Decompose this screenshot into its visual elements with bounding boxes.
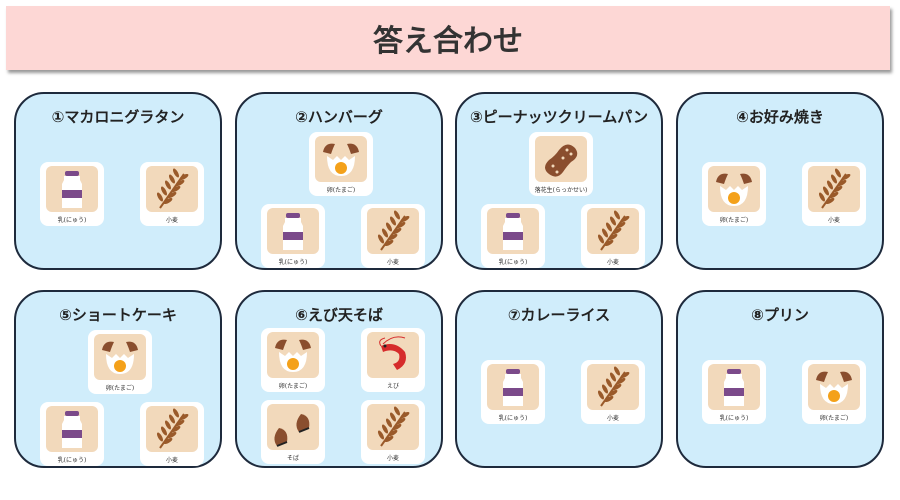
allergen-label: 乳(にゅう) bbox=[57, 457, 87, 464]
allergen-label: 小麦 bbox=[386, 455, 399, 462]
milk-icon bbox=[46, 406, 98, 452]
allergen-label: 小麦 bbox=[606, 415, 619, 422]
allergen-tile-milk: 乳(にゅう) bbox=[702, 360, 766, 424]
wheat-icon bbox=[587, 208, 639, 254]
answer-card: ③ピーナッツクリームパン落花生(らっかせい) 乳(にゅう) 小麦 bbox=[455, 92, 663, 270]
allergen-tile-wheat: 小麦 bbox=[581, 204, 645, 268]
card-title: ②ハンバーグ bbox=[295, 108, 383, 126]
answer-card: ⑥えび天そば卵(たまご) えびそば 小麦 bbox=[235, 290, 443, 468]
allergen-label: 乳(にゅう) bbox=[498, 415, 528, 422]
allergen-label: 小麦 bbox=[827, 217, 840, 224]
card-title: ⑦カレーライス bbox=[507, 306, 611, 324]
allergen-label: 小麦 bbox=[165, 457, 178, 464]
allergen-tile-milk: 乳(にゅう) bbox=[261, 204, 325, 268]
allergen-tile-wheat: 小麦 bbox=[361, 204, 425, 268]
allergen-label: 卵(たまご) bbox=[719, 217, 749, 224]
card-title: ①マカロニグラタン bbox=[51, 108, 185, 126]
allergen-tile-wheat: 小麦 bbox=[140, 162, 204, 226]
wheat-icon bbox=[367, 404, 419, 450]
allergen-label: えび bbox=[386, 383, 399, 390]
allergen-tile-wheat: 小麦 bbox=[581, 360, 645, 424]
wheat-icon bbox=[146, 406, 198, 452]
egg-icon bbox=[267, 332, 319, 378]
allergen-label: 乳(にゅう) bbox=[278, 259, 308, 266]
answer-card: ⑤ショートケーキ卵(たまご) 乳(にゅう) 小麦 bbox=[14, 290, 222, 468]
card-title: ④お好み焼き bbox=[736, 108, 824, 126]
card-title: ⑤ショートケーキ bbox=[59, 306, 177, 324]
answer-card: ⑦カレーライス乳(にゅう) 小麦 bbox=[455, 290, 663, 468]
allergen-tile-milk: 乳(にゅう) bbox=[481, 204, 545, 268]
allergen-label: 卵(たまご) bbox=[105, 385, 135, 392]
allergen-tile-milk: 乳(にゅう) bbox=[40, 162, 104, 226]
allergen-tile-wheat: 小麦 bbox=[140, 402, 204, 466]
allergen-tile-wheat: 小麦 bbox=[361, 400, 425, 464]
card-title: ⑧プリン bbox=[751, 306, 809, 324]
wheat-icon bbox=[146, 166, 198, 212]
card-title: ③ピーナッツクリームパン bbox=[469, 108, 648, 126]
allergen-label: そば bbox=[286, 455, 299, 462]
allergen-label: 卵(たまご) bbox=[278, 383, 308, 390]
egg-icon bbox=[315, 136, 367, 182]
allergen-label: 乳(にゅう) bbox=[57, 217, 87, 224]
allergen-tile-egg: 卵(たまご) bbox=[802, 360, 866, 424]
allergen-label: 小麦 bbox=[165, 217, 178, 224]
allergen-tile-soba: そば bbox=[261, 400, 325, 464]
milk-icon bbox=[487, 208, 539, 254]
allergen-tile-wheat: 小麦 bbox=[802, 162, 866, 226]
allergen-label: 小麦 bbox=[386, 259, 399, 266]
allergen-tile-egg: 卵(たまご) bbox=[702, 162, 766, 226]
milk-icon bbox=[46, 166, 98, 212]
card-title: ⑥えび天そば bbox=[295, 306, 383, 324]
egg-icon bbox=[808, 364, 860, 410]
allergen-label: 卵(たまご) bbox=[326, 187, 356, 194]
allergen-label: 小麦 bbox=[606, 259, 619, 266]
wheat-icon bbox=[367, 208, 419, 254]
allergen-tile-egg: 卵(たまご) bbox=[261, 328, 325, 392]
milk-icon bbox=[487, 364, 539, 410]
answer-card: ②ハンバーグ卵(たまご) 乳(にゅう) 小麦 bbox=[235, 92, 443, 270]
allergen-label: 落花生(らっかせい) bbox=[534, 187, 588, 194]
soba-icon bbox=[267, 404, 319, 450]
answer-card: ⑧プリン乳(にゅう) 卵(たまご) bbox=[676, 290, 884, 468]
allergen-label: 乳(にゅう) bbox=[719, 415, 749, 422]
allergen-tile-milk: 乳(にゅう) bbox=[481, 360, 545, 424]
header-banner: 答え合わせ bbox=[6, 6, 890, 70]
wheat-icon bbox=[808, 166, 860, 212]
answer-card: ①マカロニグラタン乳(にゅう) 小麦 bbox=[14, 92, 222, 270]
page-title: 答え合わせ bbox=[373, 24, 523, 59]
egg-icon bbox=[708, 166, 760, 212]
milk-icon bbox=[708, 364, 760, 410]
allergen-label: 卵(たまご) bbox=[819, 415, 849, 422]
peanut-icon bbox=[535, 136, 587, 182]
allergen-tile-milk: 乳(にゅう) bbox=[40, 402, 104, 466]
allergen-tile-peanut: 落花生(らっかせい) bbox=[529, 132, 593, 196]
milk-icon bbox=[267, 208, 319, 254]
answer-card: ④お好み焼き卵(たまご) 小麦 bbox=[676, 92, 884, 270]
shrimp-icon bbox=[367, 332, 419, 378]
allergen-tile-egg: 卵(たまご) bbox=[309, 132, 373, 196]
allergen-tile-egg: 卵(たまご) bbox=[88, 330, 152, 394]
allergen-label: 乳(にゅう) bbox=[498, 259, 528, 266]
egg-icon bbox=[94, 334, 146, 380]
wheat-icon bbox=[587, 364, 639, 410]
allergen-tile-shrimp: えび bbox=[361, 328, 425, 392]
